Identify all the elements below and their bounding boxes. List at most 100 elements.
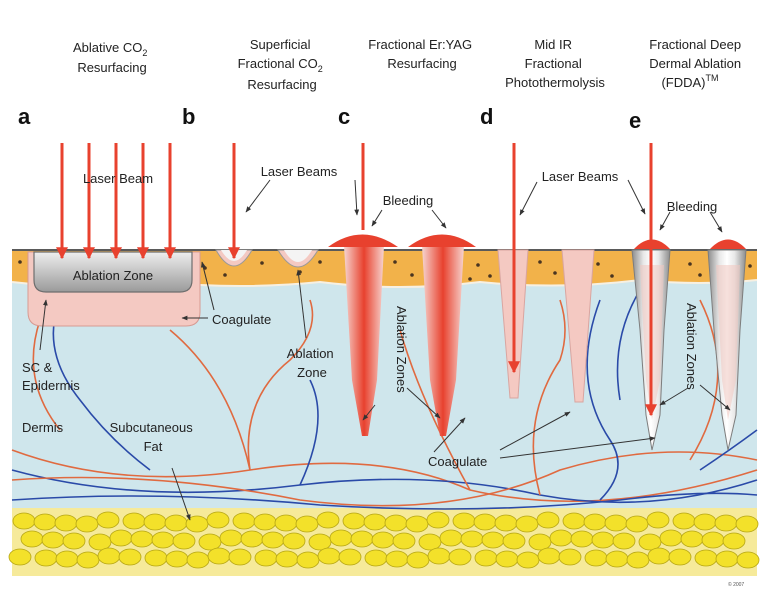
fat-cell	[605, 550, 629, 568]
fat-cell	[481, 531, 505, 549]
panel-letter-c: c	[338, 104, 350, 129]
fat-cell	[405, 515, 429, 533]
fat-cell	[680, 530, 704, 548]
heading-superficial-fractional-co2: Superficial Fractional CO2 Resurfacing	[238, 37, 327, 92]
label-coagulate-bottom: Coagulate	[428, 454, 487, 469]
fat-cell	[8, 548, 32, 566]
fat-cell	[659, 529, 683, 547]
fat-cell	[625, 515, 649, 533]
fat-cell	[240, 530, 264, 548]
fat-cell	[143, 513, 167, 531]
fat-cell	[647, 547, 671, 565]
label-subcutaneous-fat: Subcutaneous Fat	[110, 420, 197, 454]
fat-cell	[537, 547, 561, 565]
fat-cell	[75, 515, 99, 533]
fat-cell	[296, 551, 320, 569]
fat-cell	[612, 532, 636, 550]
fat-cell	[384, 514, 408, 532]
fat-cell	[364, 549, 388, 567]
fat-cell	[338, 548, 362, 566]
fat-cell	[219, 529, 243, 547]
fat-cell	[261, 531, 285, 549]
fat-cell	[76, 551, 100, 569]
fat-cell	[426, 511, 450, 529]
fat-cell	[34, 549, 58, 567]
fat-cell	[144, 549, 168, 567]
fat-cell	[118, 548, 142, 566]
fat-cell	[460, 530, 484, 548]
fat-cell	[583, 513, 607, 531]
fat-cell	[316, 511, 340, 529]
fat-cell	[591, 531, 615, 549]
fat-cell	[427, 547, 451, 565]
fat-cell	[55, 550, 79, 568]
panel-c-bleeding-left	[328, 234, 398, 247]
label-ablation-zone-b: Ablation Zone	[287, 346, 338, 380]
fat-cell	[317, 547, 341, 565]
heading-fdda: Fractional Deep Dermal Ablation (FDDA)TM	[649, 37, 744, 90]
fat-cell	[207, 547, 231, 565]
fat-cell	[452, 512, 476, 530]
fat-cell	[151, 531, 175, 549]
fat-cell	[536, 511, 560, 529]
fat-cell	[584, 549, 608, 567]
fat-cell	[329, 529, 353, 547]
fat-cell	[172, 532, 196, 550]
fat-cell	[232, 512, 256, 530]
fat-cell	[88, 533, 112, 551]
fat-cell	[392, 532, 416, 550]
fat-cell	[206, 511, 230, 529]
fat-cell	[165, 550, 189, 568]
fat-cell	[448, 548, 472, 566]
fat-cell	[96, 511, 120, 529]
fat-cell	[473, 513, 497, 531]
fat-cell	[20, 530, 44, 548]
fat-cell	[109, 529, 133, 547]
label-dermis: Dermis	[22, 420, 64, 435]
fat-cell	[439, 529, 463, 547]
fat-cell	[295, 515, 319, 533]
panel-c-ablation-columns	[328, 143, 476, 436]
fat-cell	[308, 533, 332, 551]
fat-cell	[638, 533, 662, 551]
fat-cell	[714, 514, 738, 532]
fat-cell	[54, 514, 78, 532]
fat-cell	[41, 531, 65, 549]
panel-letter-a: a	[18, 104, 31, 129]
fat-cell	[474, 549, 498, 567]
panel-c-bleeding-right	[408, 234, 476, 247]
fat-cell	[164, 514, 188, 532]
fat-cell	[282, 532, 306, 550]
label-coagulate-b: Coagulate	[212, 312, 271, 327]
label-ablation-zones-e: Ablation Zones	[684, 303, 699, 390]
fat-cell	[528, 533, 552, 551]
fat-cell	[701, 531, 725, 549]
fat-cell	[130, 530, 154, 548]
fat-cell	[363, 513, 387, 531]
panel-letter-e: e	[629, 108, 641, 133]
panel-letter-b: b	[182, 104, 195, 129]
label-sc-epidermis: SC & Epidermis	[22, 360, 80, 393]
label-laser-beams-d: Laser Beams	[542, 169, 619, 184]
fat-cell	[385, 550, 409, 568]
fat-cell	[122, 512, 146, 530]
fat-cell	[646, 511, 670, 529]
blood-vessels	[11, 289, 758, 510]
label-ablation-zone: Ablation Zone	[73, 268, 153, 283]
fat-cell	[722, 532, 746, 550]
fat-cell	[735, 515, 759, 533]
label-laser-beam: Laser Beam	[83, 171, 153, 186]
fat-cell	[494, 514, 518, 532]
fat-cell	[694, 549, 718, 567]
fat-cell	[253, 513, 277, 531]
copyright-mark: © 2007	[728, 581, 744, 588]
label-laser-beams-b: Laser Beams	[261, 164, 338, 179]
fat-cell	[604, 514, 628, 532]
fat-cell	[254, 549, 278, 567]
fat-cell	[502, 532, 526, 550]
panel-a-ablation-zone	[33, 251, 193, 293]
fat-cell	[342, 512, 366, 530]
fat-cell	[736, 551, 760, 569]
